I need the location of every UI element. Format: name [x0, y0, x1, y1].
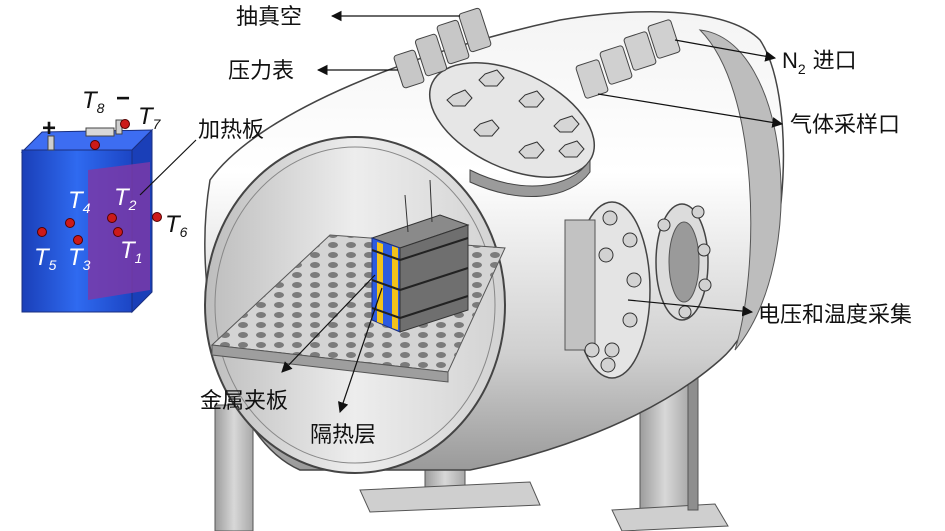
label-vacuum: 抽真空	[236, 5, 302, 30]
sensor-dot-t2	[107, 213, 117, 223]
label-n2-inlet: N2 进口	[782, 48, 857, 77]
sensor-dot-t8	[90, 140, 100, 150]
sensor-dot-t6	[152, 212, 162, 222]
label-t8: T8	[82, 87, 105, 116]
sensor-dots	[37, 119, 162, 245]
label-voltage-temp: 电压和温度采集	[758, 303, 912, 328]
label-t5: T5	[34, 244, 57, 273]
sensor-dot-t1	[113, 227, 123, 237]
label-t4: T4	[68, 187, 91, 216]
side-flange	[564, 201, 712, 379]
vacuum-pressure-ports	[393, 7, 492, 89]
sensor-dot-t7	[120, 119, 130, 129]
n2-gas-ports	[575, 19, 681, 99]
label-t3: T3	[68, 244, 91, 273]
battery-inset	[20, 119, 154, 314]
sensor-dot-t5	[37, 227, 47, 237]
label-t1: T1	[120, 237, 142, 266]
label-gas-sampling: 气体采样口	[790, 113, 900, 138]
thermocouple-labels: T8 T7 T2 T4 T6 T1 T3 T5	[34, 87, 188, 273]
label-clamp: 金属夹板	[200, 389, 288, 414]
label-pressure-gauge: 压力表	[228, 59, 294, 84]
label-t2: T2	[114, 184, 137, 213]
callout-lines	[139, 10, 784, 414]
label-insulation: 隔热层	[310, 423, 376, 448]
sensor-dot-t4	[65, 218, 75, 228]
top-flange	[428, 62, 596, 198]
sensor-dot-t3	[73, 235, 83, 245]
label-t7: T7	[138, 103, 162, 132]
minus-terminal-symbol: −	[116, 85, 130, 112]
label-heater: 加热板	[198, 118, 264, 143]
plus-terminal-symbol: +	[42, 115, 56, 142]
clamped-battery-assembly	[370, 179, 470, 333]
label-t6: T6	[165, 211, 188, 240]
